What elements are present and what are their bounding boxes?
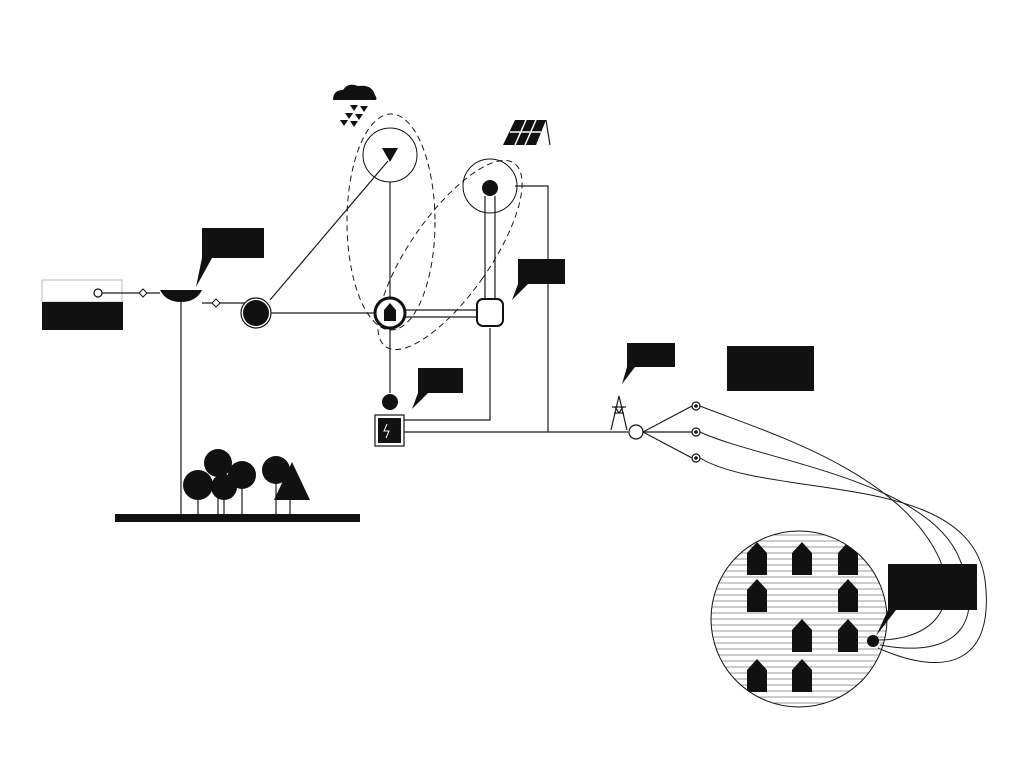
- control-unit-node: [476, 298, 504, 327]
- callout-control-unit: [512, 259, 565, 300]
- network-lines: [269, 160, 628, 433]
- distribution-cables: [699, 405, 987, 663]
- storage-node: [382, 394, 398, 410]
- distribution-node: [628, 401, 701, 463]
- callout-settlement: [876, 564, 977, 636]
- solar-panel-icon: [503, 119, 551, 146]
- reservoir: [41, 279, 123, 330]
- solar-collector-node: [377, 158, 523, 351]
- rain-collector-node: [346, 113, 436, 331]
- rain-cloud-icon: [333, 84, 377, 127]
- intake-pipe: [93, 288, 160, 298]
- callout-distribution: [711, 346, 814, 420]
- callout-pump: [196, 228, 264, 287]
- settlement: [710, 530, 888, 708]
- pump-bowl: [160, 290, 245, 518]
- battery-icon: [374, 414, 405, 447]
- callout-storage: [412, 368, 463, 409]
- ground-line: [115, 514, 360, 522]
- tree-icon: [183, 449, 310, 514]
- generator-node: [240, 297, 272, 329]
- pylon-icon: [610, 395, 628, 431]
- callout-grid-pylon: [622, 343, 675, 384]
- house-hub-node: [373, 296, 407, 330]
